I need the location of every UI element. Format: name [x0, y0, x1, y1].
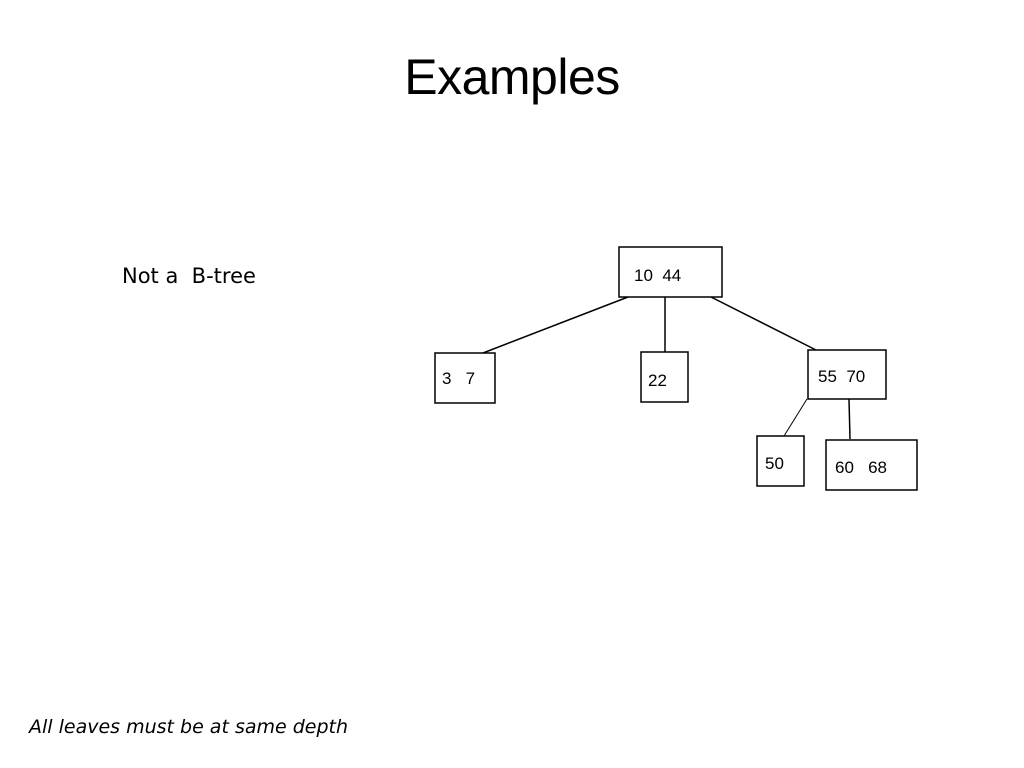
- tree-node-left: 3 7: [434, 352, 496, 404]
- edge-root-left: [482, 296, 629, 354]
- node-box: [640, 351, 689, 403]
- tree-node-middle: 22: [640, 351, 689, 403]
- slide-subtitle: Not a B-tree: [122, 264, 256, 288]
- node-box: [618, 246, 723, 298]
- tree-node-right-right: 60 68: [825, 439, 918, 491]
- node-label-root: 10 44: [634, 266, 681, 285]
- tree-node-root: 10 44: [618, 246, 723, 298]
- edge-root-right: [710, 296, 819, 352]
- footer-note: All leaves must be at same depth: [29, 716, 349, 738]
- slide-title: Examples: [404, 49, 620, 105]
- tree-node-right-left: 50: [756, 435, 805, 487]
- edge-right-to-50: [783, 398, 808, 437]
- node-label-right-left: 50: [765, 454, 784, 473]
- node-box: [807, 349, 887, 400]
- node-box: [434, 352, 496, 404]
- node-box: [756, 435, 805, 487]
- tree-edges: [482, 296, 851, 440]
- node-label-middle: 22: [648, 371, 667, 390]
- node-label-right: 55 70: [818, 367, 865, 386]
- edge-right-to-60-68: [848, 398, 851, 440]
- tree-node-right: 55 70: [807, 349, 887, 400]
- node-box: [825, 439, 918, 491]
- node-label-left: 3 7: [442, 369, 475, 388]
- node-label-right-right: 60 68: [835, 458, 887, 477]
